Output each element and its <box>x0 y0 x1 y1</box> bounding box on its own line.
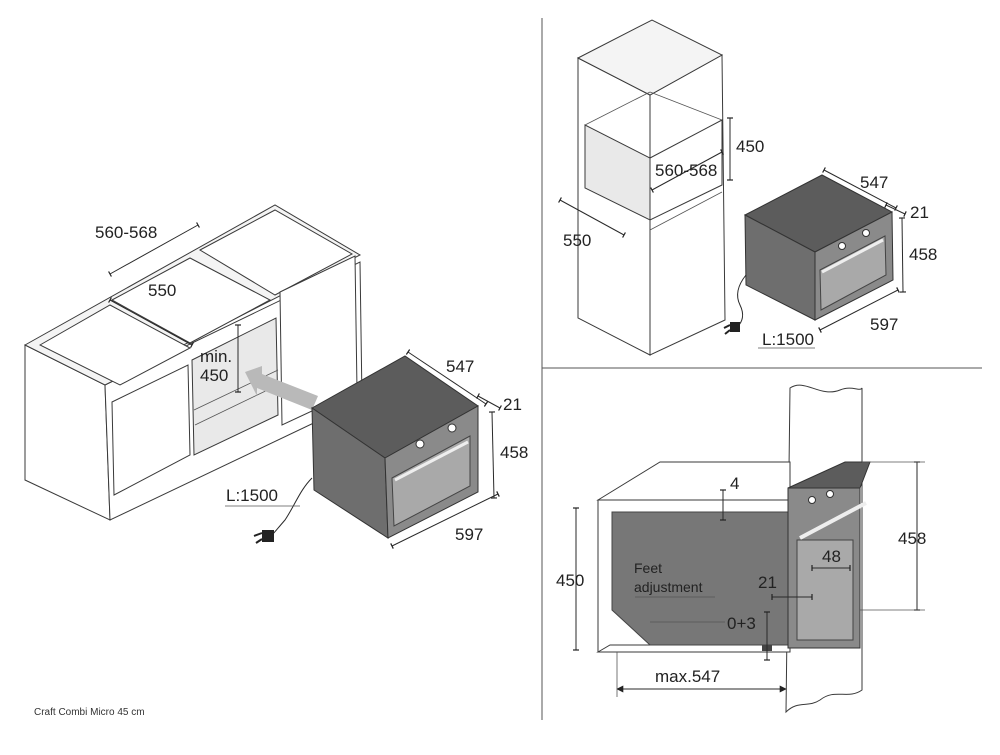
left-panel: 560-568 550 min. 450 547 21 458 597 L:15… <box>23 204 528 549</box>
left-front-thickness-label: 21 <box>503 395 522 414</box>
left-cable-label: L:1500 <box>226 486 278 505</box>
tall-cabinet <box>576 19 726 356</box>
left-depth-niche-label: 550 <box>148 281 176 300</box>
model-caption: Craft Combi Micro 45 cm <box>34 707 145 718</box>
left-width-niche-label: 560-568 <box>95 223 157 242</box>
br-max-depth-label: max.547 <box>655 667 720 686</box>
left-min-label: min. <box>200 347 232 366</box>
top-right-panel: 450 560-568 550 547 21 458 597 L:1500 <box>558 19 937 356</box>
insert-arrow <box>245 366 318 410</box>
br-front-thickness-label: 21 <box>758 573 777 592</box>
br-feet-range-label: 0+3 <box>727 614 756 633</box>
br-feet-label-line2: adjustment <box>634 579 703 595</box>
left-min-value-label: 450 <box>200 366 228 385</box>
tr-width-niche-label: 560-568 <box>655 161 717 180</box>
panel-dividers <box>541 18 982 720</box>
tr-cable-label: L:1500 <box>762 330 814 349</box>
tr-oven-width-label: 597 <box>870 315 898 334</box>
left-oven-depth-label: 547 <box>446 357 474 376</box>
plug-icon <box>723 322 740 335</box>
tr-niche-height-label: 450 <box>736 137 764 156</box>
bottom-right-panel: 4 450 Feet adjustment 0+3 21 48 458 max.… <box>556 384 926 714</box>
plug-icon <box>253 530 274 544</box>
oven-section <box>611 511 789 646</box>
br-gap-top-label: 4 <box>730 474 739 493</box>
tr-oven-height-label: 458 <box>909 245 937 264</box>
br-feet-label-line1: Feet <box>634 560 662 576</box>
br-niche-height-label: 450 <box>556 571 584 590</box>
left-oven-height-label: 458 <box>500 443 528 462</box>
left-oven-width-label: 597 <box>455 525 483 544</box>
tr-front-thickness-label: 21 <box>910 203 929 222</box>
tr-depth-niche-label: 550 <box>563 231 591 250</box>
oven-top-right <box>723 174 894 335</box>
tr-oven-depth-label: 547 <box>860 173 888 192</box>
br-oven-height-label: 458 <box>898 529 926 548</box>
br-handle-depth-label: 48 <box>822 547 841 566</box>
base-cabinet <box>23 204 363 521</box>
